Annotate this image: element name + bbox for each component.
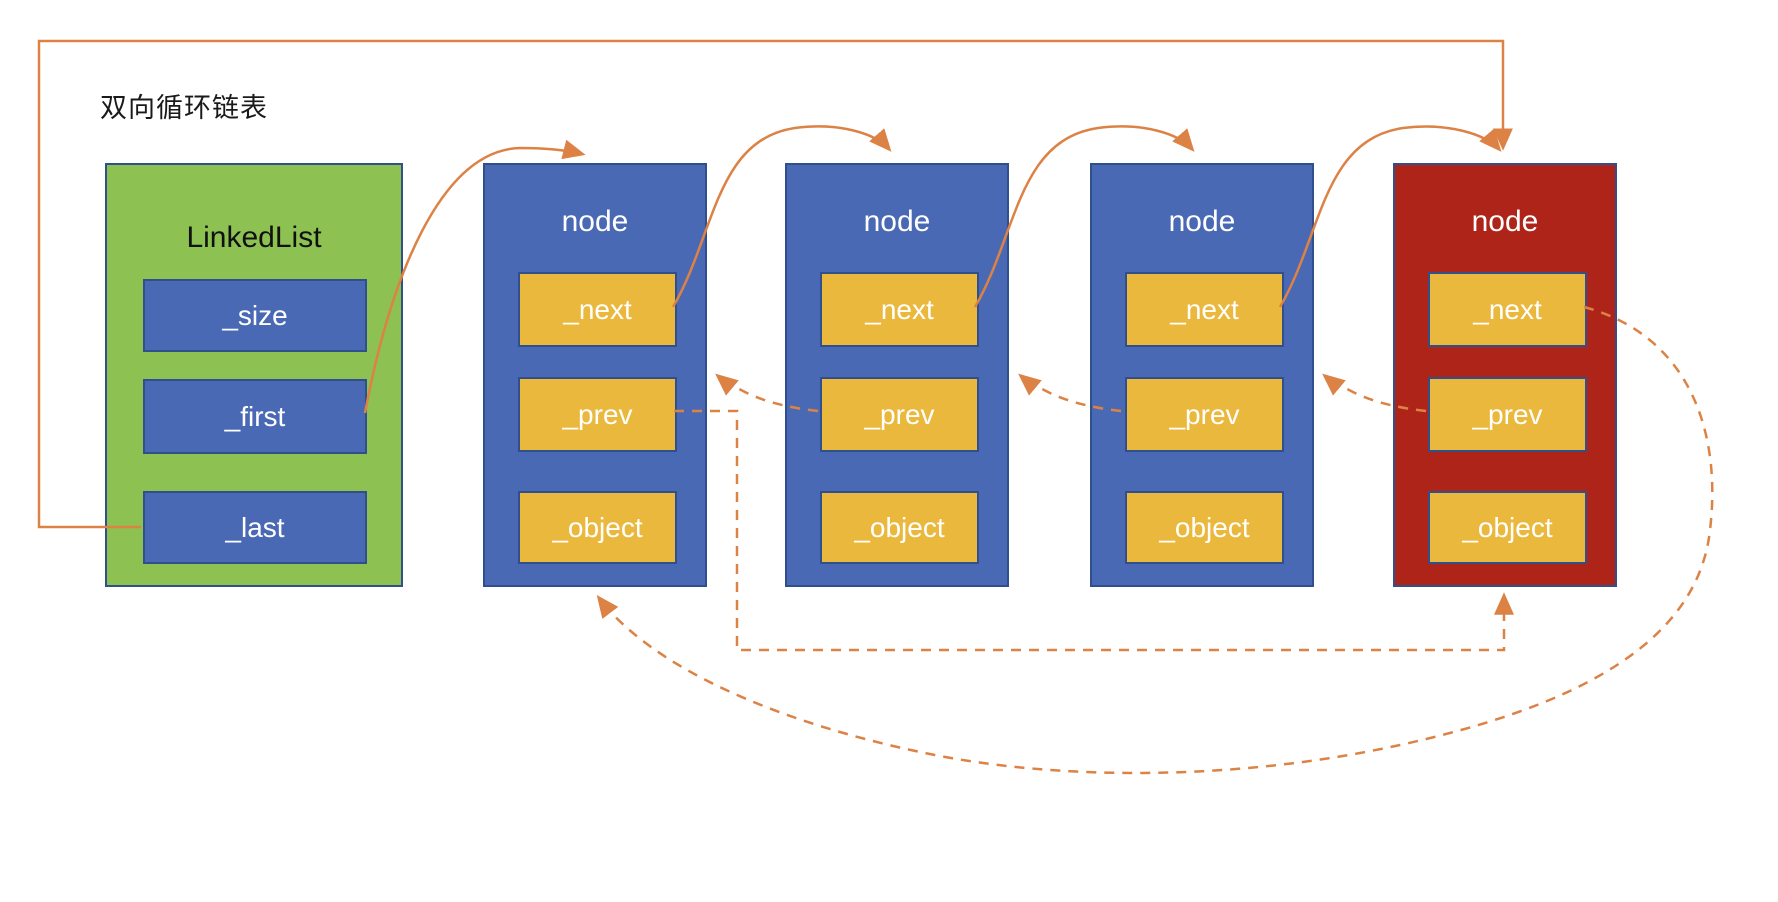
node2-field-next: _next [820,272,979,347]
node4-field-next: _next [1428,272,1587,347]
node1-field-object: _object [518,491,677,564]
node2-field-prev: _prev [820,377,979,452]
node2-field-object: _object [820,491,979,564]
diagram-title: 双向循环链表 [100,93,268,123]
node3-field-prev: _prev [1125,377,1284,452]
node-title: node [561,205,629,238]
linkedlist-title: LinkedList [186,221,322,254]
node-box-1: node _next _prev _object [483,163,707,587]
node4-field-object: _object [1428,491,1587,564]
linkedlist-field-last: _last [143,491,367,564]
linkedlist-field-size: _size [143,279,367,352]
node-box-2: node _next _prev _object [785,163,1009,587]
linkedlist-field-first: _first [143,379,367,454]
node-title: node [1168,205,1236,238]
node-box-3: node _next _prev _object [1090,163,1314,587]
node3-field-object: _object [1125,491,1284,564]
node4-field-prev: _prev [1428,377,1587,452]
node-title: node [1471,205,1539,238]
node1-field-next: _next [518,272,677,347]
node3-field-next: _next [1125,272,1284,347]
linkedlist-box: LinkedList _size _first _last [105,163,403,587]
node-box-4-tail: node _next _prev _object [1393,163,1617,587]
node1-field-prev: _prev [518,377,677,452]
node-title: node [863,205,931,238]
